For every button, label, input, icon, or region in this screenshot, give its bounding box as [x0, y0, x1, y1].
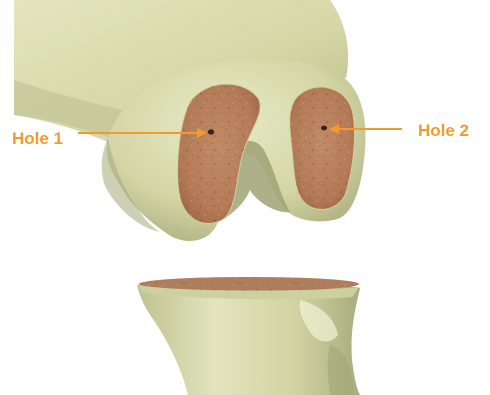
hole-2-label: Hole 2	[418, 121, 469, 140]
femur	[14, 0, 366, 241]
hole-1-label: Hole 1	[12, 129, 63, 148]
lateral-condyle-texture	[290, 87, 355, 209]
hole-2-marker	[321, 126, 327, 131]
tibia	[137, 277, 360, 395]
hole-1-marker	[208, 129, 214, 134]
